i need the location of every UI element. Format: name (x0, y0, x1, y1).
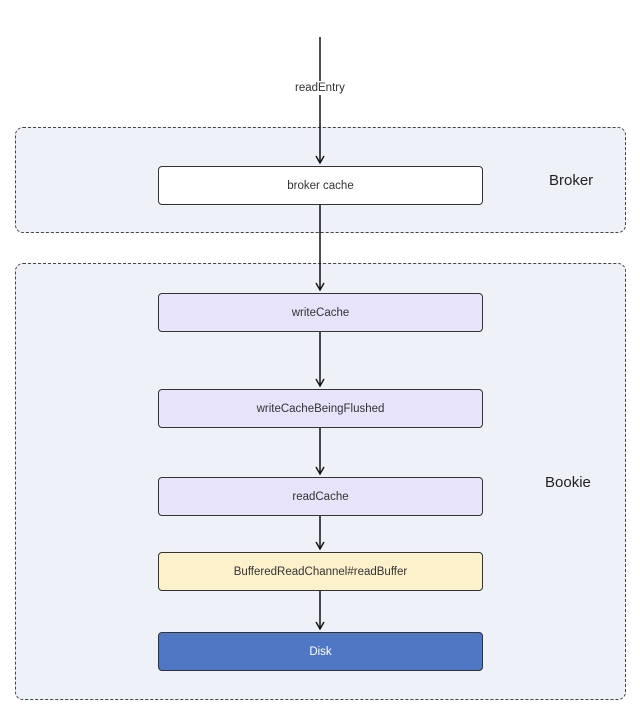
read-entry-label: readEntry (293, 81, 347, 95)
write-cache-being-flushed-node: writeCacheBeingFlushed (158, 389, 483, 428)
broker-group-label: Broker (549, 172, 594, 189)
bookie-group-label: Bookie (545, 474, 591, 491)
disk-node: Disk (158, 632, 483, 671)
broker-cache-node: broker cache (158, 166, 483, 205)
read-cache-node: readCache (158, 477, 483, 516)
buffered-read-channel-node: BufferedReadChannel#readBuffer (158, 552, 483, 591)
write-cache-node: writeCache (158, 293, 483, 332)
